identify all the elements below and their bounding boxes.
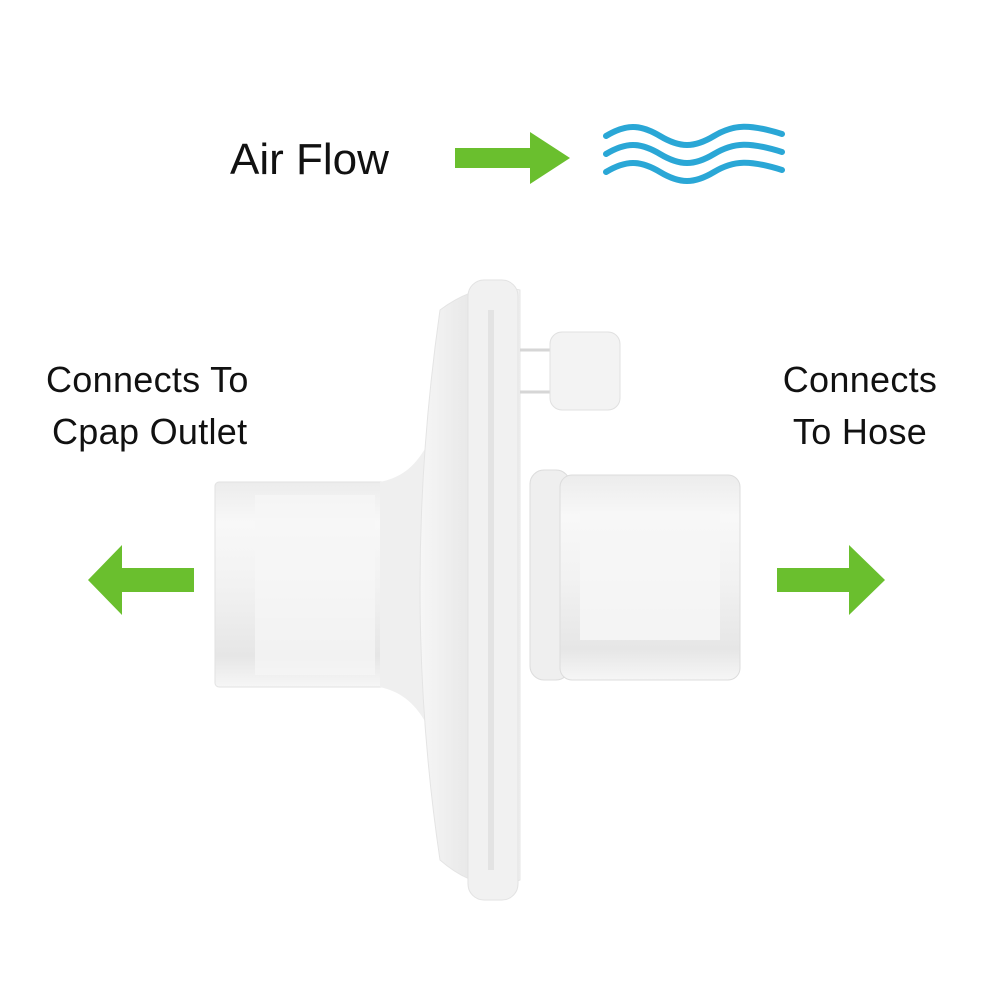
outlet-connector bbox=[529, 469, 741, 681]
left-label-line1: Connects To bbox=[46, 359, 249, 400]
sample-port bbox=[520, 331, 621, 411]
arrow-right-icon bbox=[455, 132, 570, 184]
right-connection-label: Connects To Hose bbox=[770, 354, 950, 458]
air-flow-label: Air Flow bbox=[230, 135, 389, 184]
left-connection-label: Connects To Cpap Outlet bbox=[46, 354, 249, 458]
right-label-line1: Connects bbox=[782, 359, 938, 400]
left-label-line2: Cpap Outlet bbox=[52, 411, 248, 452]
right-label-line2: To Hose bbox=[792, 411, 928, 452]
arrow-left-icon bbox=[88, 545, 194, 615]
filter-housing bbox=[419, 279, 521, 901]
cpap-filter-illustration bbox=[214, 279, 741, 901]
arrow-right-icon bbox=[777, 545, 885, 615]
air-waves-icon bbox=[603, 123, 785, 184]
inlet-tube bbox=[214, 481, 426, 688]
